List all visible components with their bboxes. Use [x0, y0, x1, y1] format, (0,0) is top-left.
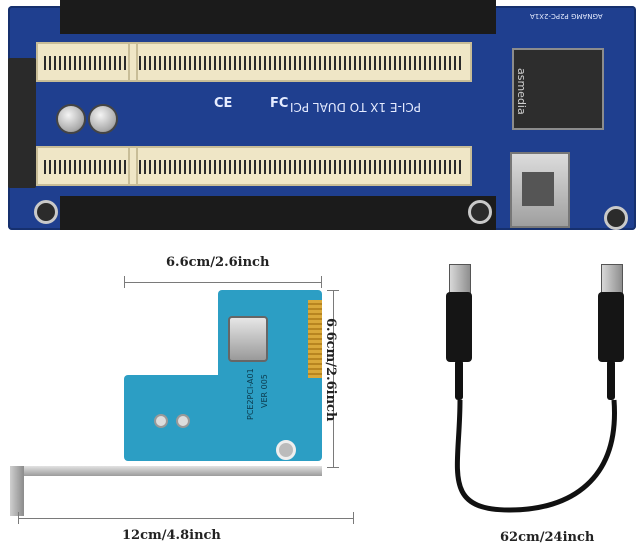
ce-icon: CE	[214, 96, 233, 111]
usb-strain-relief-left	[455, 360, 463, 400]
usb-a-port	[510, 152, 570, 228]
mounting-hole	[604, 206, 628, 230]
width-dimension-line	[124, 282, 322, 283]
bottom-pci-bracket	[60, 196, 496, 230]
cable-length-label: 62cm/24inch	[500, 530, 595, 545]
usb-c-port	[228, 316, 268, 362]
board-edge-connector	[8, 58, 36, 188]
capacitor	[56, 104, 86, 134]
asmedia-chip: asmedia	[512, 48, 604, 130]
solder-pad	[154, 414, 168, 428]
length-dimension-line	[18, 518, 354, 519]
mounting-hole	[34, 200, 58, 224]
capacitor	[88, 104, 118, 134]
chip-brand: asmedia	[515, 68, 528, 115]
solder-pad	[176, 414, 190, 428]
pci-slot-bottom	[36, 146, 472, 186]
mounting-hole	[468, 200, 492, 224]
length-label: 12cm/4.8inch	[122, 528, 221, 543]
top-pci-bracket	[60, 0, 496, 34]
width-label: 6.6cm/2.6inch	[166, 255, 270, 270]
pci-slot-top	[36, 42, 472, 82]
riser-model: PCE2PCI-A01	[246, 368, 255, 420]
mounting-hole	[276, 440, 296, 460]
usb-strain-relief-right	[607, 360, 615, 400]
usb-plug-right	[598, 292, 624, 362]
height-dimension-line	[333, 290, 334, 468]
height-label: 6.6cm/2.6inch	[323, 318, 338, 422]
riser-bracket-plate	[18, 466, 322, 476]
riser-bracket-tab	[10, 466, 24, 516]
fcc-icon: FC	[270, 96, 289, 111]
usb-cable	[454, 399, 617, 513]
board-model-code: AGNAMG P2PC-2X1A	[530, 12, 603, 20]
board-title: PCI-E 1X TO DUAL PCI	[290, 100, 422, 114]
riser-version: VER 005	[260, 374, 269, 408]
pcie-gold-fingers	[308, 300, 322, 378]
usb-plug-left	[446, 292, 472, 362]
